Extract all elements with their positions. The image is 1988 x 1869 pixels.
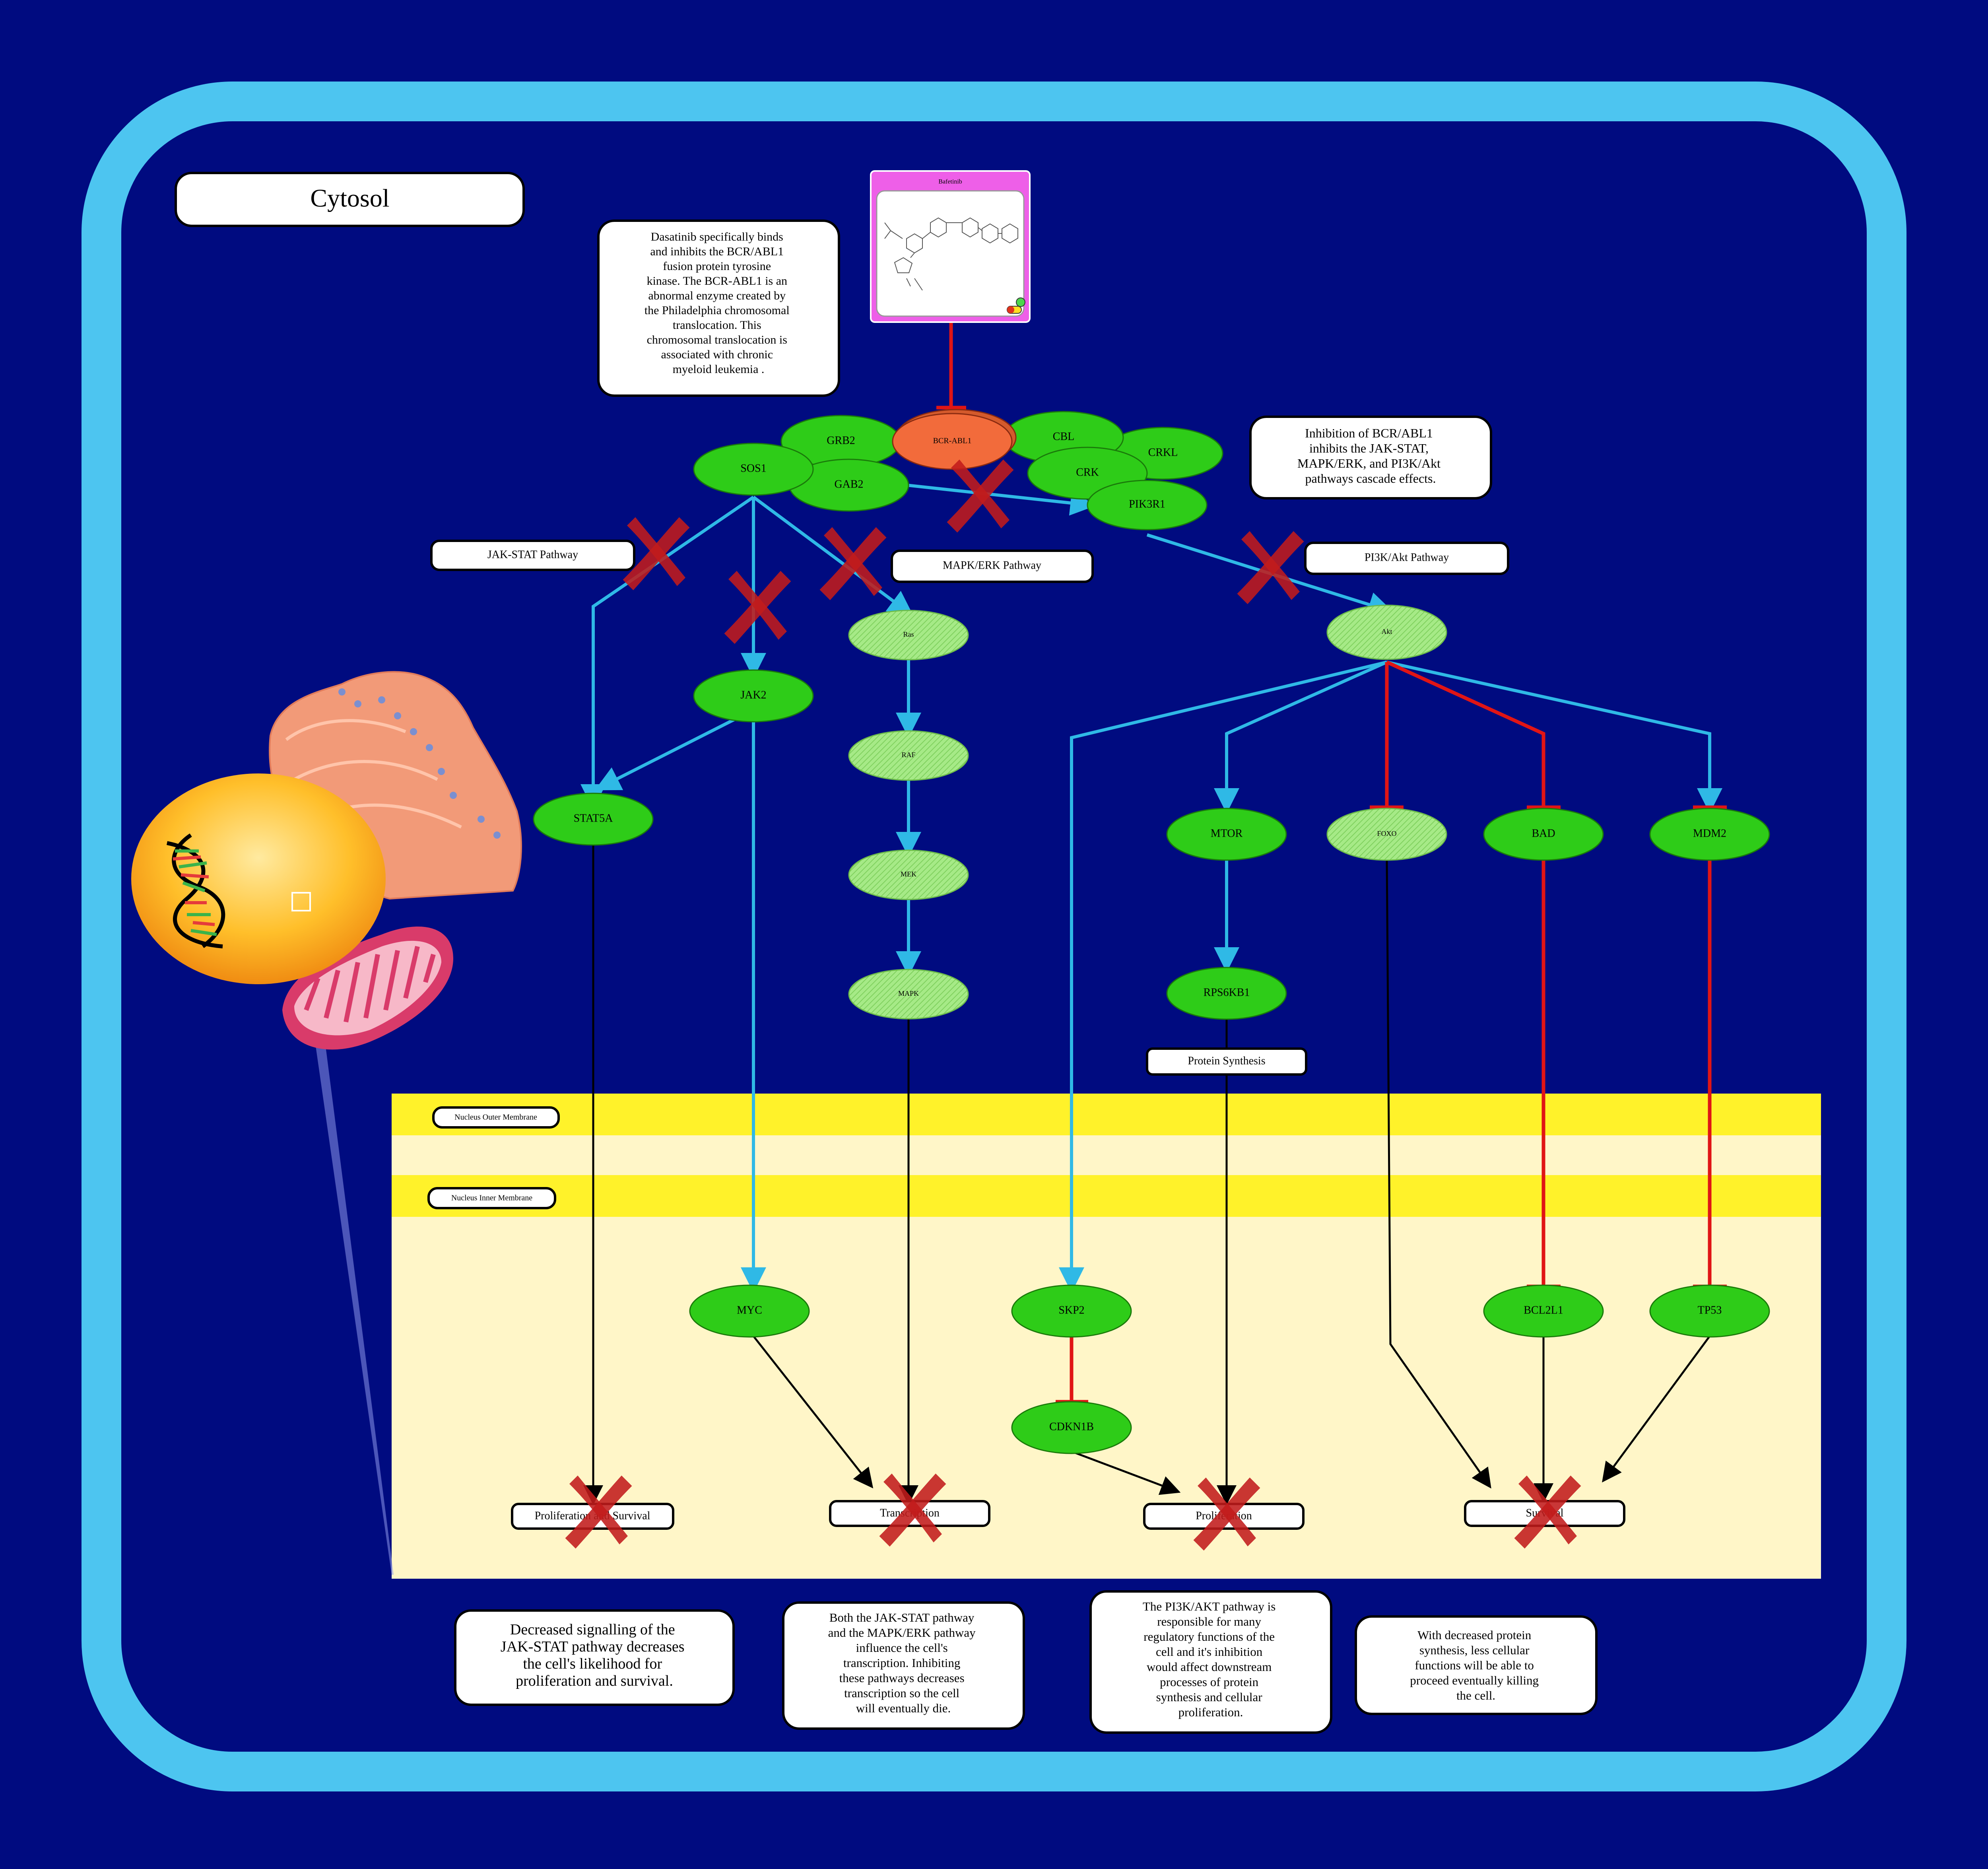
drug-structure-panel bbox=[876, 190, 1025, 317]
pill-icon bbox=[1007, 297, 1025, 314]
note-inhibition-text: Inhibition of BCR/ABL1 inhibits the JAK-… bbox=[1297, 426, 1444, 486]
organelle-illustration bbox=[131, 671, 522, 1575]
node-foxo[interactable]: FOXO bbox=[1326, 808, 1447, 861]
node-mapk[interactable]: MAPK bbox=[848, 969, 969, 1020]
node-crk-label: CRK bbox=[1076, 466, 1099, 478]
edge-foxo-to-survival bbox=[1386, 859, 1491, 1489]
node-jak2[interactable]: JAK2 bbox=[693, 669, 814, 723]
nucleus-icon bbox=[131, 773, 386, 984]
zoom-wedge bbox=[296, 911, 394, 1575]
edge-akt-to-mtor bbox=[1214, 661, 1388, 814]
edge-tp53-to-survival bbox=[1602, 1335, 1711, 1483]
note-transcription: Both the JAK-STAT pathway and the MAPK/E… bbox=[782, 1601, 1025, 1730]
pi3k-akt-label-box bbox=[1304, 542, 1509, 575]
node-tp53-label: TP53 bbox=[1698, 1304, 1722, 1316]
node-mtor[interactable]: MTOR bbox=[1166, 808, 1287, 861]
note-dasatinib-text: Dasatinib specifically binds and inhibit… bbox=[645, 230, 792, 376]
node-bcl2l1-label: BCL2L1 bbox=[1524, 1304, 1563, 1316]
inner-membrane-label: Nucleus Inner Membrane bbox=[451, 1194, 532, 1203]
node-crkl-label: CRKL bbox=[1148, 446, 1178, 459]
node-myc-label: MYC bbox=[737, 1304, 762, 1316]
node-grb2-label: GRB2 bbox=[827, 434, 855, 447]
node-akt[interactable]: Akt bbox=[1326, 604, 1447, 660]
node-rps6kb1[interactable]: RPS6KB1 bbox=[1166, 967, 1287, 1020]
cell-membrane bbox=[82, 82, 1906, 1791]
edge-akt-to-mdm2 bbox=[1386, 661, 1722, 814]
protein-synthesis-label: Protein Synthesis bbox=[1188, 1055, 1265, 1067]
node-skp2[interactable]: SKP2 bbox=[1011, 1284, 1132, 1338]
pi3k-akt-label: PI3K/Akt Pathway bbox=[1365, 551, 1449, 563]
node-bcl2l1[interactable]: BCL2L1 bbox=[1483, 1284, 1604, 1338]
node-sos1-label: SOS1 bbox=[740, 462, 766, 474]
node-akt-label: Akt bbox=[1382, 628, 1392, 635]
nucleus-region bbox=[392, 1094, 1821, 1579]
edge-jak2-to-stat5a bbox=[594, 708, 754, 791]
node-rps6kb1-label: RPS6KB1 bbox=[1204, 986, 1250, 999]
node-cdkn1b-label: CDKN1B bbox=[1049, 1420, 1094, 1433]
note-protein-synthesis-text: With decreased protein synthesis, less c… bbox=[1410, 1628, 1541, 1702]
cytosol-label: Cytosol bbox=[310, 184, 389, 212]
node-tp53[interactable]: TP53 bbox=[1649, 1284, 1770, 1338]
note-jak-stat: Decreased signalling of the JAK-STAT pat… bbox=[454, 1609, 735, 1706]
edge-sos1-to-ras bbox=[752, 495, 914, 616]
node-mdm2[interactable]: MDM2 bbox=[1649, 808, 1770, 861]
node-jak2-label: JAK2 bbox=[740, 689, 766, 701]
node-cdkn1b[interactable]: CDKN1B bbox=[1011, 1401, 1132, 1454]
node-mek[interactable]: MEK bbox=[848, 849, 969, 900]
outer-membrane-band bbox=[392, 1094, 1821, 1135]
node-mdm2-label: MDM2 bbox=[1693, 827, 1726, 839]
node-skp2-label: SKP2 bbox=[1058, 1304, 1084, 1316]
cytosol-label-box bbox=[175, 172, 525, 227]
molecule-structure-icon bbox=[884, 217, 1018, 291]
outer-membrane-label: Nucleus Outer Membrane bbox=[454, 1113, 537, 1122]
edge-gab2-to-pik3r1 bbox=[906, 484, 1096, 516]
edge-akt-inhibits-bad bbox=[1386, 660, 1545, 807]
node-raf-label: RAF bbox=[901, 751, 915, 759]
note-pi3k-akt-text: The PI3K/AKT pathway is responsible for … bbox=[1143, 1599, 1279, 1719]
drug-name: Bafetinib bbox=[938, 179, 962, 185]
edge-myc-to-transcription bbox=[753, 1335, 874, 1488]
jak-stat-label: JAK-STAT Pathway bbox=[487, 548, 578, 561]
node-bcr-abl1[interactable]: BCR-ABL1 bbox=[892, 409, 1017, 470]
node-bcr-abl1-label: BCR-ABL1 bbox=[933, 437, 972, 445]
note-pi3k-akt: The PI3K/AKT pathway is responsible for … bbox=[1089, 1590, 1332, 1734]
protein-synthesis-label-box bbox=[1146, 1047, 1307, 1076]
edge-cdkn1b-to-proliferation bbox=[1071, 1450, 1181, 1495]
mitochondrion-icon bbox=[282, 927, 453, 1050]
mapk-erk-label-box bbox=[891, 550, 1094, 583]
node-pik3r1[interactable]: PIK3R1 bbox=[1087, 480, 1208, 530]
inner-membrane-band bbox=[392, 1175, 1821, 1217]
node-mapk-label: MAPK bbox=[898, 989, 919, 997]
jak-stat-label-box bbox=[430, 540, 635, 571]
note-jak-stat-text: Decreased signalling of the JAK-STAT pat… bbox=[501, 1621, 688, 1689]
node-bad[interactable]: BAD bbox=[1483, 808, 1604, 861]
node-ras-label: Ras bbox=[903, 630, 914, 638]
node-ras[interactable]: Ras bbox=[848, 610, 969, 661]
node-stat5a[interactable]: STAT5A bbox=[533, 793, 654, 846]
node-pik3r1-label: PIK3R1 bbox=[1129, 498, 1165, 510]
drug-bafetinib[interactable]: Bafetinib bbox=[870, 170, 1031, 323]
note-protein-synthesis: With decreased protein synthesis, less c… bbox=[1355, 1615, 1598, 1715]
note-transcription-text: Both the JAK-STAT pathway and the MAPK/E… bbox=[828, 1611, 979, 1715]
node-bad-label: BAD bbox=[1532, 827, 1555, 839]
note-inhibition: Inhibition of BCR/ABL1 inhibits the JAK-… bbox=[1249, 416, 1492, 499]
node-stat5a-label: STAT5A bbox=[574, 812, 613, 824]
node-mtor-label: MTOR bbox=[1211, 827, 1243, 839]
edge-akt-to-skp2 bbox=[1059, 661, 1387, 1293]
inner-membrane-label-box bbox=[427, 1187, 556, 1209]
outer-membrane-label-box bbox=[432, 1106, 560, 1129]
edge-sos1-to-stat5a bbox=[580, 495, 755, 810]
node-mek-label: MEK bbox=[901, 870, 916, 878]
mapk-erk-label: MAPK/ERK Pathway bbox=[943, 559, 1041, 571]
node-sos1[interactable]: SOS1 bbox=[693, 443, 814, 496]
node-foxo-label: FOXO bbox=[1377, 830, 1396, 837]
node-gab2-label: GAB2 bbox=[834, 478, 863, 490]
node-raf[interactable]: RAF bbox=[848, 730, 969, 781]
node-cbl-label: CBL bbox=[1053, 430, 1074, 443]
node-myc[interactable]: MYC bbox=[689, 1284, 810, 1338]
note-dasatinib: Dasatinib specifically binds and inhibit… bbox=[597, 220, 840, 397]
